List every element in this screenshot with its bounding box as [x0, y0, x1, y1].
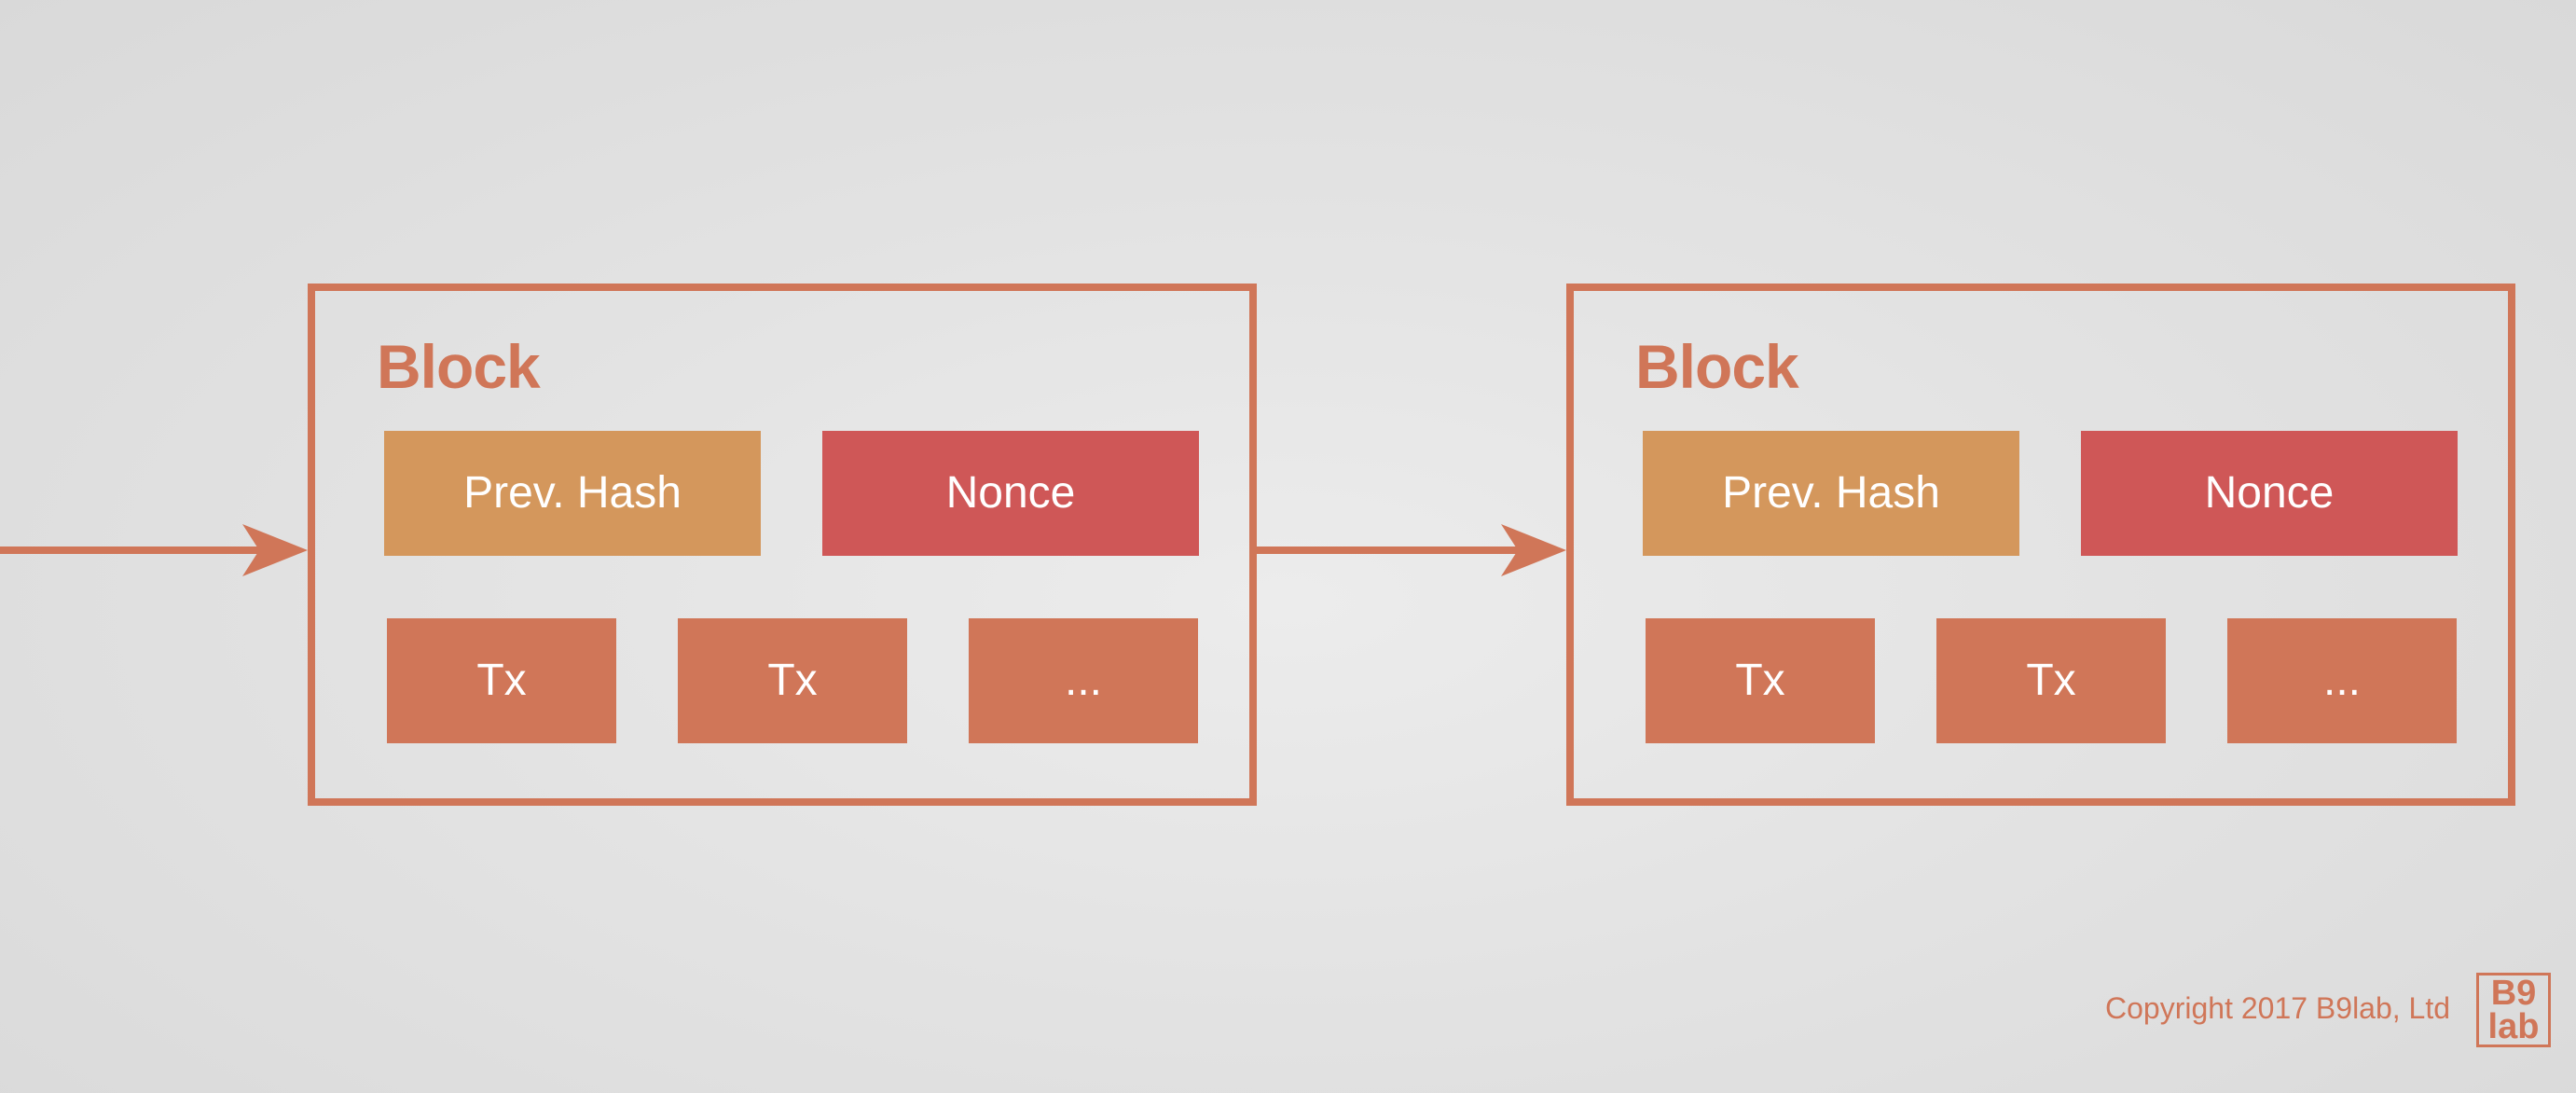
transaction-1: Tx — [387, 618, 616, 743]
incoming-arrow — [0, 524, 308, 576]
link-arrow — [1255, 524, 1566, 576]
block-title: Block — [1635, 332, 1799, 401]
nonce-field: Nonce — [2081, 431, 2458, 556]
copyright-text: Copyright 2017 B9lab, Ltd — [2105, 991, 2451, 1025]
logo-line-2: lab — [2487, 1007, 2540, 1046]
b9lab-logo: B9 lab — [2476, 973, 2551, 1047]
nonce-field: Nonce — [822, 431, 1199, 556]
block-title: Block — [377, 332, 541, 401]
prev-hash-field: Prev. Hash — [384, 431, 761, 556]
block-2: Block Prev. Hash Nonce Tx Tx ... — [1566, 284, 2515, 806]
transaction-1: Tx — [1646, 618, 1875, 743]
logo-line-1: B9 — [2490, 973, 2537, 1013]
block-1: Block Prev. Hash Nonce Tx Tx ... — [308, 284, 1257, 806]
transaction-2: Tx — [678, 618, 907, 743]
transaction-2: Tx — [1936, 618, 2166, 743]
transaction-more: ... — [2227, 618, 2457, 743]
prev-hash-field: Prev. Hash — [1643, 431, 2019, 556]
transaction-more: ... — [969, 618, 1198, 743]
